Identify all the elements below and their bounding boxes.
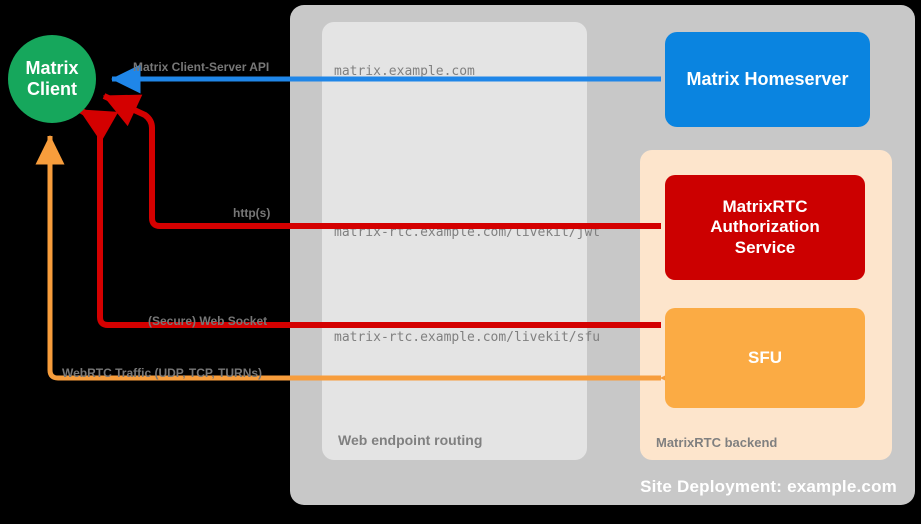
wire-label-client-server-api: Matrix Client-Server API (133, 60, 270, 74)
node-matrix-homeserver[interactable]: Matrix Homeserver (665, 32, 870, 127)
endpoint-matrix-example-com: matrix.example.com (334, 64, 475, 79)
node-auth-line3: Service (734, 237, 796, 257)
node-auth-line2: Authorization (710, 217, 820, 237)
node-auth-line1: MatrixRTC (722, 197, 808, 217)
web-endpoint-routing-label: Web endpoint routing (338, 432, 483, 448)
site-deployment-label: Site Deployment: example.com (640, 477, 897, 496)
endpoint-livekit-sfu: matrix-rtc.example.com/livekit/sfu (334, 330, 601, 345)
wire-label-secure-web-socket: (Secure) Web Socket (148, 314, 268, 328)
node-sfu[interactable]: SFU (665, 308, 865, 408)
wire-label-webrtc-traffic: WebRTC Traffic (UDP, TCP, TURNs) (62, 366, 263, 380)
matrixrtc-backend-label: MatrixRTC backend (656, 435, 778, 450)
node-client-line1: Matrix (25, 57, 79, 78)
node-matrix-client[interactable]: Matrix Client (8, 35, 96, 123)
wire-label-http-auth: http(s) (233, 206, 271, 220)
node-matrixrtc-authorization-service[interactable]: MatrixRTC Authorization Service (665, 175, 865, 280)
node-client-line2: Client (26, 79, 77, 99)
node-sfu-label: SFU (748, 347, 782, 367)
web-endpoint-routing-panel: matrix.example.com matrix-rtc.example.co… (322, 22, 600, 460)
endpoint-livekit-jwt: matrix-rtc.example.com/livekit/jwt (334, 225, 601, 240)
node-matrix-homeserver-label: Matrix Homeserver (686, 68, 849, 89)
